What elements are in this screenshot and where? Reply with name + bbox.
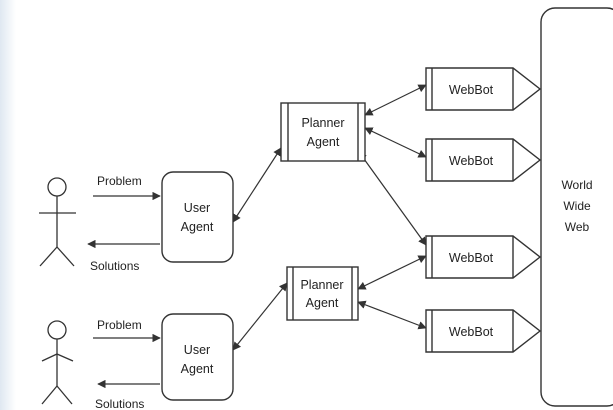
user-agent-node-1: User Agent xyxy=(161,171,234,263)
world-wide-web-node: World Wide Web xyxy=(540,7,613,407)
user-stick-figure-2 xyxy=(41,320,74,405)
planner-agent-node-1: Planner Agent xyxy=(280,102,366,162)
user2-planner2-link xyxy=(232,282,288,351)
webbot-label-3: WebBot xyxy=(449,251,494,265)
webbot-label-1: WebBot xyxy=(449,83,494,97)
webbot-node-2: WebBot xyxy=(425,138,542,182)
webbot-node-1: WebBot xyxy=(425,67,542,111)
planner1-webbot1-link xyxy=(364,84,427,116)
planner-agent-2-label-line-1: Planner xyxy=(300,278,343,292)
webbot-label-2: WebBot xyxy=(449,154,494,168)
user-agent-node-2: User Agent xyxy=(161,313,234,401)
connections xyxy=(87,84,427,389)
left-edge-tint xyxy=(0,0,16,410)
planner-agent-2-label-line-2: Agent xyxy=(306,296,339,310)
world-wide-web-label-line-1: World xyxy=(561,178,592,192)
user-agent-2-label-line-2: Agent xyxy=(181,362,214,376)
planner1-webbot2-link xyxy=(364,127,427,158)
webbot-node-4: WebBot xyxy=(425,309,542,353)
solutions-label-2: Solutions xyxy=(95,397,144,410)
user-agent-1-label-line-1: User xyxy=(184,201,210,215)
planner-agent-1-label-line-1: Planner xyxy=(301,116,344,130)
webbot-label-4: WebBot xyxy=(449,325,494,339)
problem-label-2: Problem xyxy=(97,318,142,332)
user-agent-1-label-line-2: Agent xyxy=(181,220,214,234)
world-wide-web-label-line-3: Web xyxy=(565,220,590,234)
planner1-webbot3-link xyxy=(358,151,427,246)
problem-label-1: Problem xyxy=(97,174,142,188)
user-stick-figure-1 xyxy=(39,177,76,267)
world-wide-web-label-line-2: Wide xyxy=(563,199,591,213)
planner2-webbot4-link xyxy=(357,300,427,330)
planner-agent-node-2: Planner Agent xyxy=(286,266,359,321)
user1-planner1-link xyxy=(232,147,282,223)
world-wide-web-box xyxy=(540,7,613,407)
planner2-webbot3-link xyxy=(357,255,427,290)
webbot-node-3: WebBot xyxy=(425,235,542,279)
planner-agent-1-label-line-2: Agent xyxy=(307,135,340,149)
solutions-label-1: Solutions xyxy=(90,259,139,273)
user-agent-2-label-line-1: User xyxy=(184,343,210,357)
